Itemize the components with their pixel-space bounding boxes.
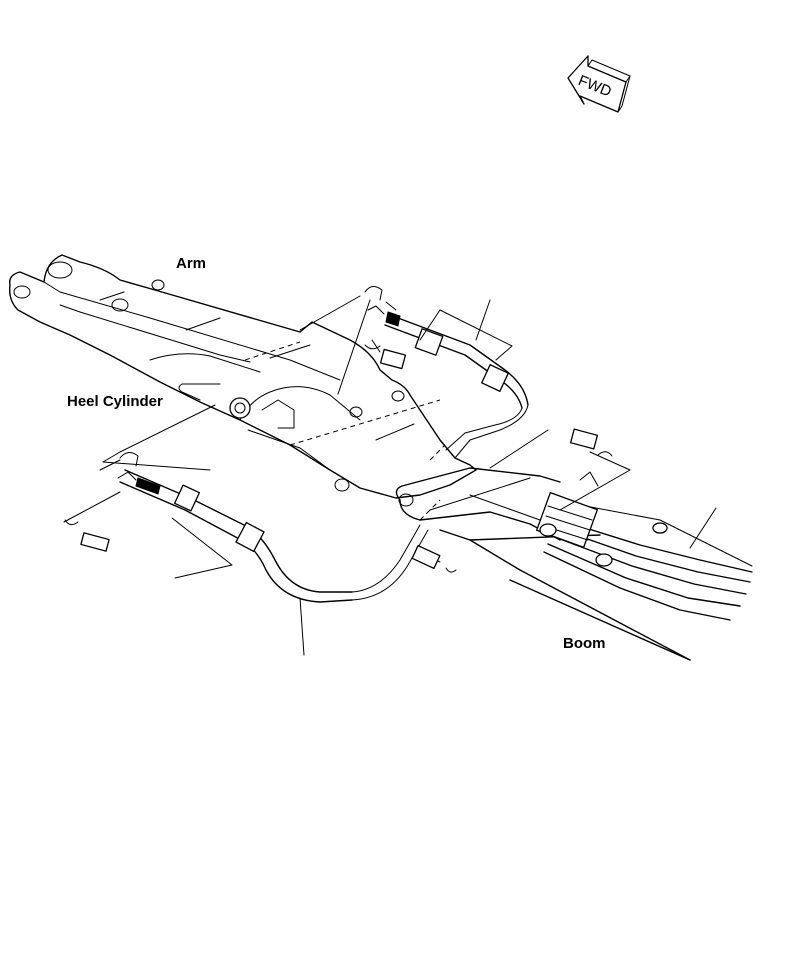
leader-lines-right (489, 429, 717, 549)
leader-lines-upper (299, 295, 513, 395)
fwd-arrow-icon: FWD (567, 55, 631, 113)
arm-body (8, 254, 477, 499)
boom-label: Boom (563, 635, 606, 652)
leader-lines-lower (63, 404, 305, 656)
upper-hose (364, 286, 529, 459)
arm-label: Arm (176, 255, 207, 272)
lower-hose (64, 452, 429, 603)
hose-bundle (411, 428, 753, 621)
heel-cylinder-label: Heel Cylinder (67, 393, 163, 410)
boom-body (395, 467, 691, 661)
